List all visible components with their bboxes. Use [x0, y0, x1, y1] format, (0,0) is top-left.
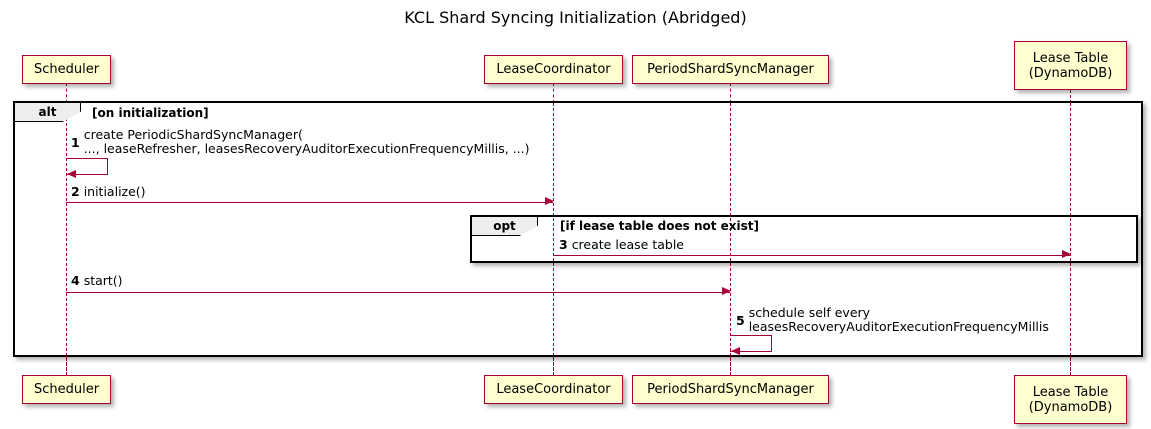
participant-label: LeaseCoordinator [496, 382, 611, 397]
message-1-number: 1 [71, 134, 80, 150]
participant-lease-table-bottom[interactable]: Lease Table (DynamoDB) [1014, 375, 1127, 424]
message-4-arrow-line [66, 292, 730, 293]
participant-scheduler-bottom[interactable]: Scheduler [22, 375, 111, 404]
fragment-alt-operator-label: alt [15, 103, 81, 122]
message-1-text-line2: ..., leaseRefresher, leasesRecoveryAudit… [83, 141, 530, 156]
message-3-arrow-line [553, 255, 1070, 256]
message-4-arrowhead [722, 287, 731, 295]
message-5-arrowhead [731, 347, 740, 355]
lifeline-lease-table [1070, 103, 1071, 371]
message-3-arrowhead [1062, 250, 1071, 258]
participant-period-shard-sync-manager-bottom[interactable]: PeriodShardSyncManager [632, 375, 829, 404]
fragment-opt-guard: [if lease table does not exist] [560, 219, 760, 233]
message-5-text-line2: leasesRecoveryAuditorExecutionFrequencyM… [748, 319, 1049, 334]
lifeline-period-shard-sync-manager-top [730, 83, 731, 103]
message-3-label: 3 create lease table [559, 238, 684, 252]
participant-lease-coordinator-top[interactable]: LeaseCoordinator [484, 55, 623, 84]
participant-lease-coordinator-bottom[interactable]: LeaseCoordinator [484, 375, 623, 404]
lifeline-scheduler-top [66, 83, 67, 103]
lifeline-lease-coordinator [553, 103, 554, 371]
message-5-text-line1: schedule self every [748, 305, 871, 320]
participant-label: Scheduler [33, 382, 100, 397]
lifeline-lease-coordinator-top [553, 83, 554, 103]
lifeline-lease-table-bottom [1070, 357, 1071, 375]
message-1-arrowhead [67, 170, 76, 178]
message-5-label: 5 schedule self every leasesRecoveryAudi… [736, 306, 1049, 334]
lifeline-lease-table-top [1070, 90, 1071, 103]
participant-label: PeriodShardSyncManager [647, 382, 814, 397]
lifeline-scheduler [66, 103, 67, 371]
message-1-self-call-loop [66, 158, 108, 175]
lifeline-lease-coordinator-bottom [553, 357, 554, 375]
fragment-opt-lease-table-missing [470, 215, 1138, 263]
message-4-label: 4 start() [71, 274, 123, 288]
participant-label: Scheduler [33, 62, 100, 77]
message-4-number: 4 [71, 273, 80, 288]
message-2-number: 2 [71, 184, 80, 199]
participant-label: LeaseCoordinator [496, 62, 611, 77]
participant-label-line2: (DynamoDB) [1028, 399, 1113, 415]
fragment-alt-on-initialization [13, 101, 1143, 357]
message-2-arrowhead [545, 197, 554, 205]
participant-label-line2: (DynamoDB) [1028, 65, 1113, 81]
message-4-text: start() [83, 273, 123, 288]
participant-label-line1: Lease Table [1032, 50, 1109, 66]
participant-label-line1: Lease Table [1032, 384, 1109, 400]
message-3-number: 3 [559, 237, 568, 252]
message-1-text-line1: create PeriodicShardSyncManager( [83, 127, 303, 142]
fragment-alt-guard: [on initialization] [92, 106, 209, 120]
message-3-text: create lease table [571, 237, 684, 252]
lifeline-scheduler-bottom [66, 357, 67, 375]
participant-label: PeriodShardSyncManager [647, 62, 814, 77]
lifeline-period-shard-sync-manager [730, 103, 731, 371]
participant-scheduler-top[interactable]: Scheduler [22, 55, 111, 84]
participant-lease-table-top[interactable]: Lease Table (DynamoDB) [1014, 41, 1127, 90]
diagram-title: KCL Shard Syncing Initialization (Abridg… [404, 8, 747, 27]
message-5-number: 5 [736, 312, 745, 328]
message-2-text: initialize() [83, 184, 146, 199]
message-5-self-call-loop [730, 335, 772, 352]
message-2-label: 2 initialize() [71, 185, 146, 199]
message-2-arrow-line [66, 202, 553, 203]
message-1-label: 1 create PeriodicShardSyncManager( ..., … [71, 128, 530, 156]
lifeline-period-shard-sync-manager-bottom [730, 357, 731, 375]
participant-period-shard-sync-manager-top[interactable]: PeriodShardSyncManager [632, 55, 829, 84]
